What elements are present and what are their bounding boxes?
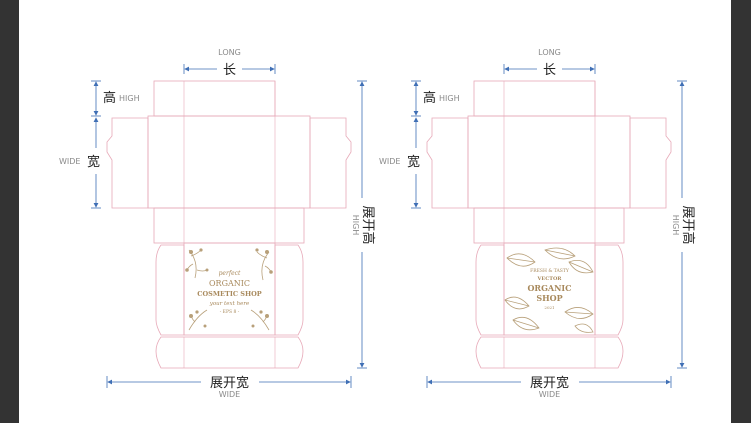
long-label-en: LONG bbox=[218, 48, 241, 57]
top-flap bbox=[473, 80, 596, 117]
right-design-line1: FRESH & TASTY bbox=[530, 268, 570, 274]
high-label-cn: 高 bbox=[103, 90, 116, 106]
dieline-right: FRESH & TASTY VECTOR ORGANIC SHOP 2021 L… bbox=[379, 48, 696, 399]
wide-label-cn: 宽 bbox=[87, 154, 100, 170]
left-design-line1: perfect bbox=[219, 270, 241, 277]
tuck-flap bbox=[475, 336, 624, 369]
tuck-flap bbox=[155, 336, 304, 369]
right-design-line3: ORGANIC bbox=[527, 283, 571, 293]
unfold-wide-label-cn: 展开宽 bbox=[210, 375, 249, 391]
mid-panel bbox=[473, 207, 625, 244]
left-artwork: perfect ORGANIC COSMETIC SHOP your text … bbox=[185, 248, 273, 331]
top-flap bbox=[153, 80, 276, 117]
right-design-line2: VECTOR bbox=[537, 276, 563, 282]
bottom-right-flap bbox=[594, 244, 624, 336]
bottom-right-flap bbox=[274, 244, 304, 336]
wide-label-cn: 宽 bbox=[407, 154, 420, 170]
dieline-left: perfect ORGANIC COSMETIC SHOP your text … bbox=[59, 48, 376, 399]
long-label-cn: 长 bbox=[543, 63, 556, 78]
wide-label-en: WIDE bbox=[379, 157, 400, 166]
dieline-canvas: perfect ORGANIC COSMETIC SHOP your text … bbox=[19, 0, 731, 423]
left-design-line2: ORGANIC bbox=[209, 279, 250, 288]
floral-ornament-left bbox=[186, 249, 272, 331]
high-label-en: HIGH bbox=[119, 94, 140, 103]
leaf-ornament-right bbox=[504, 247, 594, 333]
left-side-panel bbox=[426, 117, 469, 209]
floral-dots-left bbox=[185, 248, 273, 328]
unfold-high-label-cn: 展开高 bbox=[680, 205, 696, 244]
front-panel bbox=[183, 242, 276, 336]
main-panel bbox=[467, 115, 631, 209]
long-label-cn: 长 bbox=[223, 63, 236, 78]
high-label-en: HIGH bbox=[439, 94, 460, 103]
long-label-en: LONG bbox=[538, 48, 561, 57]
wide-label-en: WIDE bbox=[59, 157, 80, 166]
left-dimensions: LONG 长 高 HIGH WIDE 宽 展开高 HIGH bbox=[59, 48, 376, 399]
right-dimensions: LONG 长 高 HIGH WIDE 宽 展开高 HIGH bbox=[379, 48, 696, 399]
unfold-high-label-cn: 展开高 bbox=[360, 205, 376, 244]
bottom-left-flap bbox=[475, 244, 505, 336]
right-design-line5: 2021 bbox=[544, 305, 554, 310]
right-side-panel bbox=[629, 117, 672, 209]
main-panel bbox=[147, 115, 311, 209]
left-design-line4: your text here bbox=[209, 301, 250, 307]
right-artwork: FRESH & TASTY VECTOR ORGANIC SHOP 2021 bbox=[504, 247, 594, 333]
left-design-line3: COSMETIC SHOP bbox=[197, 290, 261, 298]
right-design-line4: SHOP bbox=[536, 293, 562, 303]
left-side-panel bbox=[106, 117, 149, 209]
unfold-wide-label-en: WIDE bbox=[219, 390, 240, 399]
left-design-line5: - EPS 8 - bbox=[220, 309, 240, 315]
right-side-panel bbox=[309, 117, 352, 209]
unfold-high-label-en: HIGH bbox=[351, 215, 360, 236]
high-label-cn: 高 bbox=[423, 90, 436, 106]
dieline-drawing: perfect ORGANIC COSMETIC SHOP your text … bbox=[59, 48, 696, 399]
bottom-left-flap bbox=[155, 244, 185, 336]
mid-panel bbox=[153, 207, 305, 244]
unfold-wide-label-cn: 展开宽 bbox=[530, 375, 569, 391]
unfold-wide-label-en: WIDE bbox=[539, 390, 560, 399]
unfold-high-label-en: HIGH bbox=[671, 215, 680, 236]
